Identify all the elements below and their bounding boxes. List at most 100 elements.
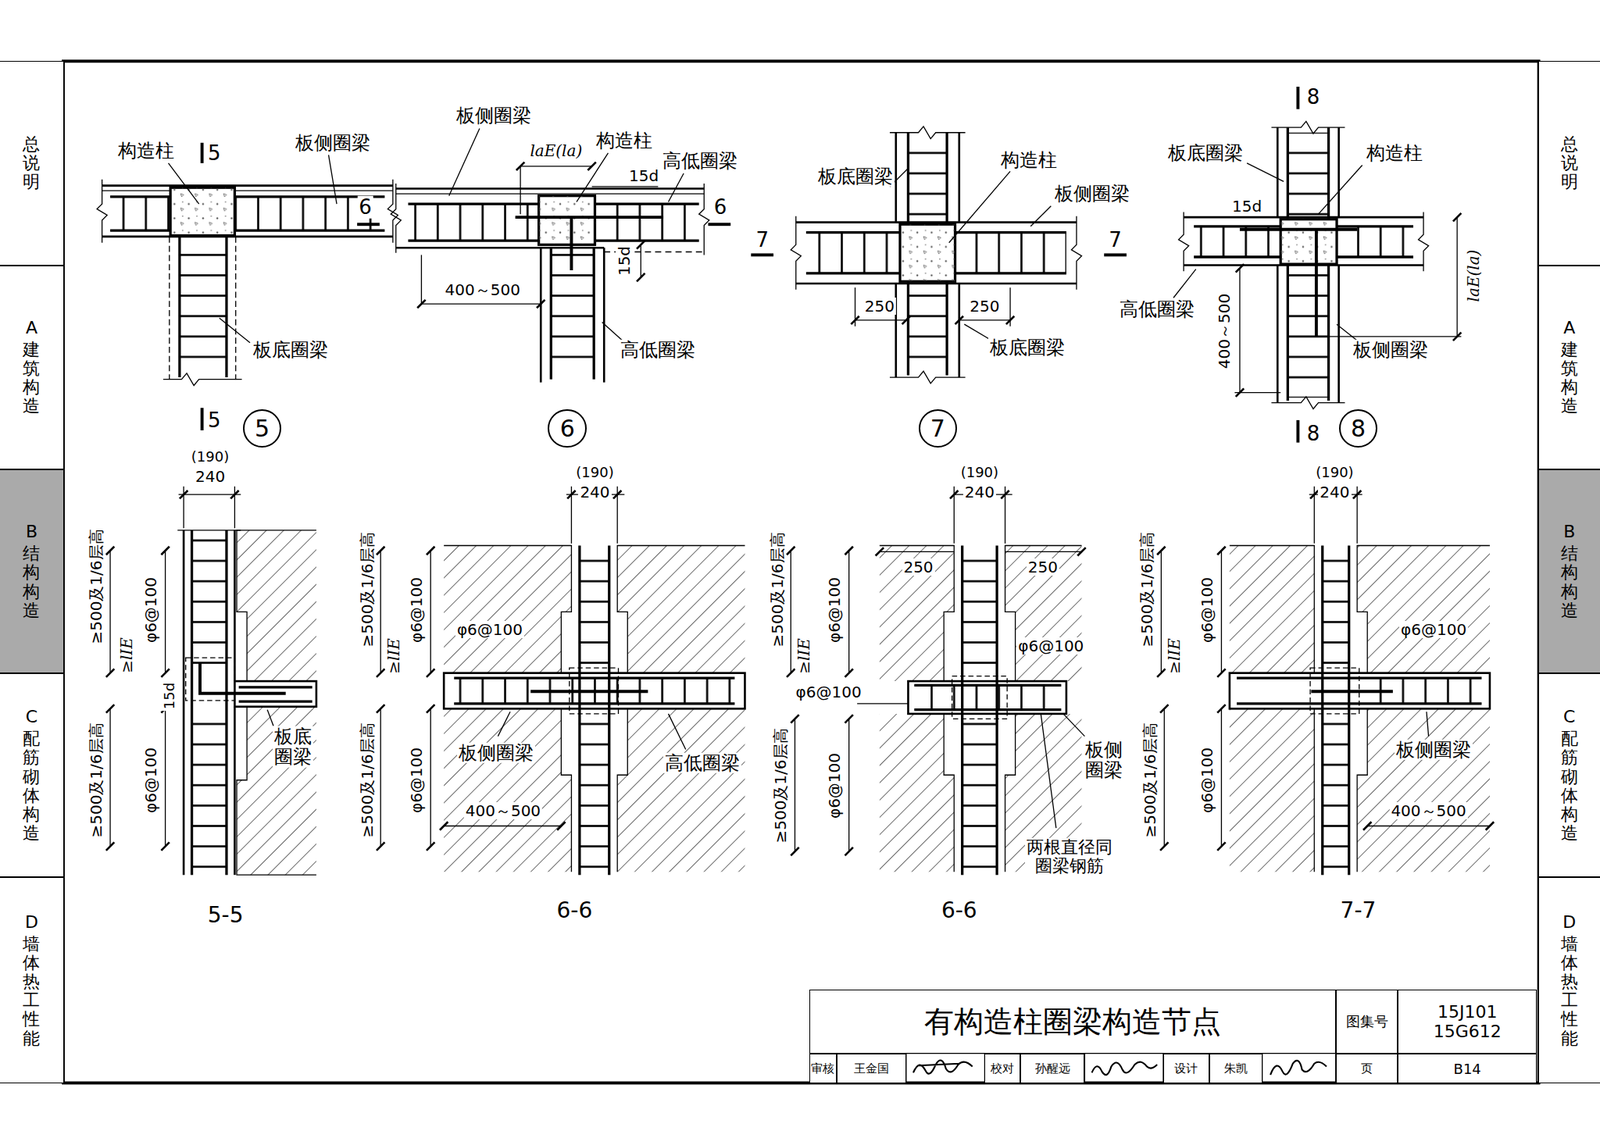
rebar-note: φ6@100 [1198, 746, 1216, 815]
title-cell: 15J101 15G612 [1397, 989, 1537, 1054]
plan-detail-5 [96, 142, 398, 431]
node-text: 6 [560, 414, 575, 443]
detail-number: 7 [918, 409, 958, 449]
dimension-label: 240 [193, 467, 227, 486]
node-text: A [22, 318, 40, 338]
dimension-label: 240 [963, 483, 997, 501]
plan-detail-8 [1173, 86, 1461, 443]
part-label: 板侧圈梁 [1394, 739, 1473, 761]
part-label: 板侧圈梁 [454, 104, 533, 125]
node-text: B14 [1453, 1060, 1482, 1078]
detail-number: 5 [242, 409, 283, 449]
dimension-label: ≥lIE [385, 636, 403, 676]
dimension-label: ≥500及1/6层高 [87, 527, 105, 646]
part-label: 板底圈梁 [988, 337, 1067, 358]
signatures [906, 1053, 1336, 1084]
dimension-label: ≥500及1/6层高 [1138, 530, 1156, 649]
part-label: 高低圈梁 [1117, 299, 1197, 320]
title-cell: 页 [1335, 1053, 1399, 1084]
side-tab: D墙体热工性能 [1539, 877, 1600, 1084]
title-cell: 图集号 [1335, 989, 1399, 1054]
section-title: 6-6 [554, 899, 594, 924]
section-mark: 7 [753, 228, 771, 252]
side-tab: A建筑构造 [1539, 265, 1600, 470]
dimension-label: ≥lIE [117, 635, 136, 675]
dimension-label: ≥500及1/6层高 [87, 721, 105, 840]
section-mark: 8 [1305, 422, 1322, 446]
title-cell: 校对 [984, 1053, 1021, 1084]
dimension-label: ≥500及1/6层高 [1141, 721, 1159, 840]
dimension-label: ≥500及1/6层高 [358, 721, 376, 840]
dimension-label: (190) [189, 449, 231, 465]
section-title: 7-7 [1339, 899, 1379, 924]
title-cell: 孙醒远 [1020, 1053, 1085, 1084]
part-label: 板侧圈梁 [293, 132, 372, 154]
node-text: 孙醒远 [1035, 1061, 1071, 1077]
title-cell: B14 [1397, 1053, 1537, 1084]
node-text: 图集号 [1346, 1012, 1389, 1032]
node-text: 结构构造 [1560, 544, 1579, 621]
part-label: 构造柱 [999, 150, 1059, 171]
dimension-label: 15d [161, 681, 178, 711]
rebar-note: φ6@100 [142, 746, 160, 815]
dimension-label: ≥500及1/6层高 [768, 530, 786, 649]
dimension-label: 15d [1230, 197, 1264, 215]
node-text: 总说明 [1560, 135, 1579, 193]
dimension-label: 240 [578, 483, 611, 501]
dimension-label: 400～500 [1389, 802, 1468, 820]
part-label: 板底 圈梁 [272, 726, 314, 768]
dimension-label: 250 [967, 297, 1001, 315]
section-6-6-b [786, 486, 1086, 875]
node-text: C [22, 707, 40, 727]
node-text: D [22, 913, 40, 933]
rebar-note: φ6@100 [407, 746, 425, 815]
node-text: 页 [1360, 1061, 1373, 1077]
dimension-label: (190) [574, 464, 615, 481]
section-mark: 7 [1107, 228, 1124, 252]
side-tab: C配筋砌体构造 [1539, 673, 1600, 878]
node-text: 墙体热工性能 [22, 935, 40, 1049]
dimension-label: ≥lIE [795, 636, 813, 676]
part-label: 板底圈梁 [816, 166, 895, 187]
rebar-note: φ6@100 [825, 575, 843, 645]
part-label: 高低圈梁 [660, 150, 740, 172]
dimension-label: ≥500及1/6层高 [771, 726, 790, 845]
node-text: 8 [1350, 414, 1366, 443]
title-cell: 设计 [1163, 1053, 1210, 1084]
part-label: 板底圈梁 [1166, 142, 1245, 164]
node-text: B [1560, 522, 1579, 542]
node-text: B [22, 522, 40, 542]
section-7-7 [1157, 486, 1494, 875]
rebar-note: φ6@100 [1016, 637, 1086, 655]
part-label: 高低圈梁 [663, 753, 742, 774]
title-cell: 审核 [809, 1053, 837, 1084]
rebar-note: φ6@100 [1399, 621, 1468, 639]
section-5-5 [106, 486, 317, 875]
node-text: 朱凯 [1224, 1061, 1248, 1077]
part-label: 板侧圈梁 [1053, 183, 1132, 204]
section-mark: 6 [357, 196, 374, 219]
title-cell: 朱凯 [1209, 1053, 1263, 1084]
rebar-note: φ6@100 [407, 575, 425, 645]
dimension-label: 400～500 [464, 802, 543, 820]
section-mark: 5 [206, 142, 223, 165]
note: 两根直径同 圈梁钢筋 [1025, 838, 1115, 876]
side-tab: C配筋砌体构造 [0, 673, 64, 878]
dimension-label: (190) [959, 464, 1000, 481]
side-tab: B 结构构造 [1539, 469, 1600, 674]
node-text: 校对 [990, 1061, 1015, 1077]
node-text: 王金国 [853, 1061, 890, 1077]
dimension-label: 15d [615, 244, 633, 278]
section-mark: 5 [206, 409, 223, 433]
rebar-note: φ6@100 [1198, 575, 1216, 645]
part-label: 高低圈梁 [618, 339, 697, 361]
rebar-note: φ6@100 [142, 575, 160, 645]
node-text: 15J101 15G612 [1432, 1002, 1503, 1043]
section-6-6-a [376, 486, 746, 875]
dimension-label: 400～500 [1215, 292, 1233, 371]
dimension-label: 250 [901, 558, 935, 576]
dimension-label: 250 [1026, 558, 1060, 576]
node-text: 审核 [810, 1061, 835, 1077]
node-text: 5 [254, 414, 270, 443]
